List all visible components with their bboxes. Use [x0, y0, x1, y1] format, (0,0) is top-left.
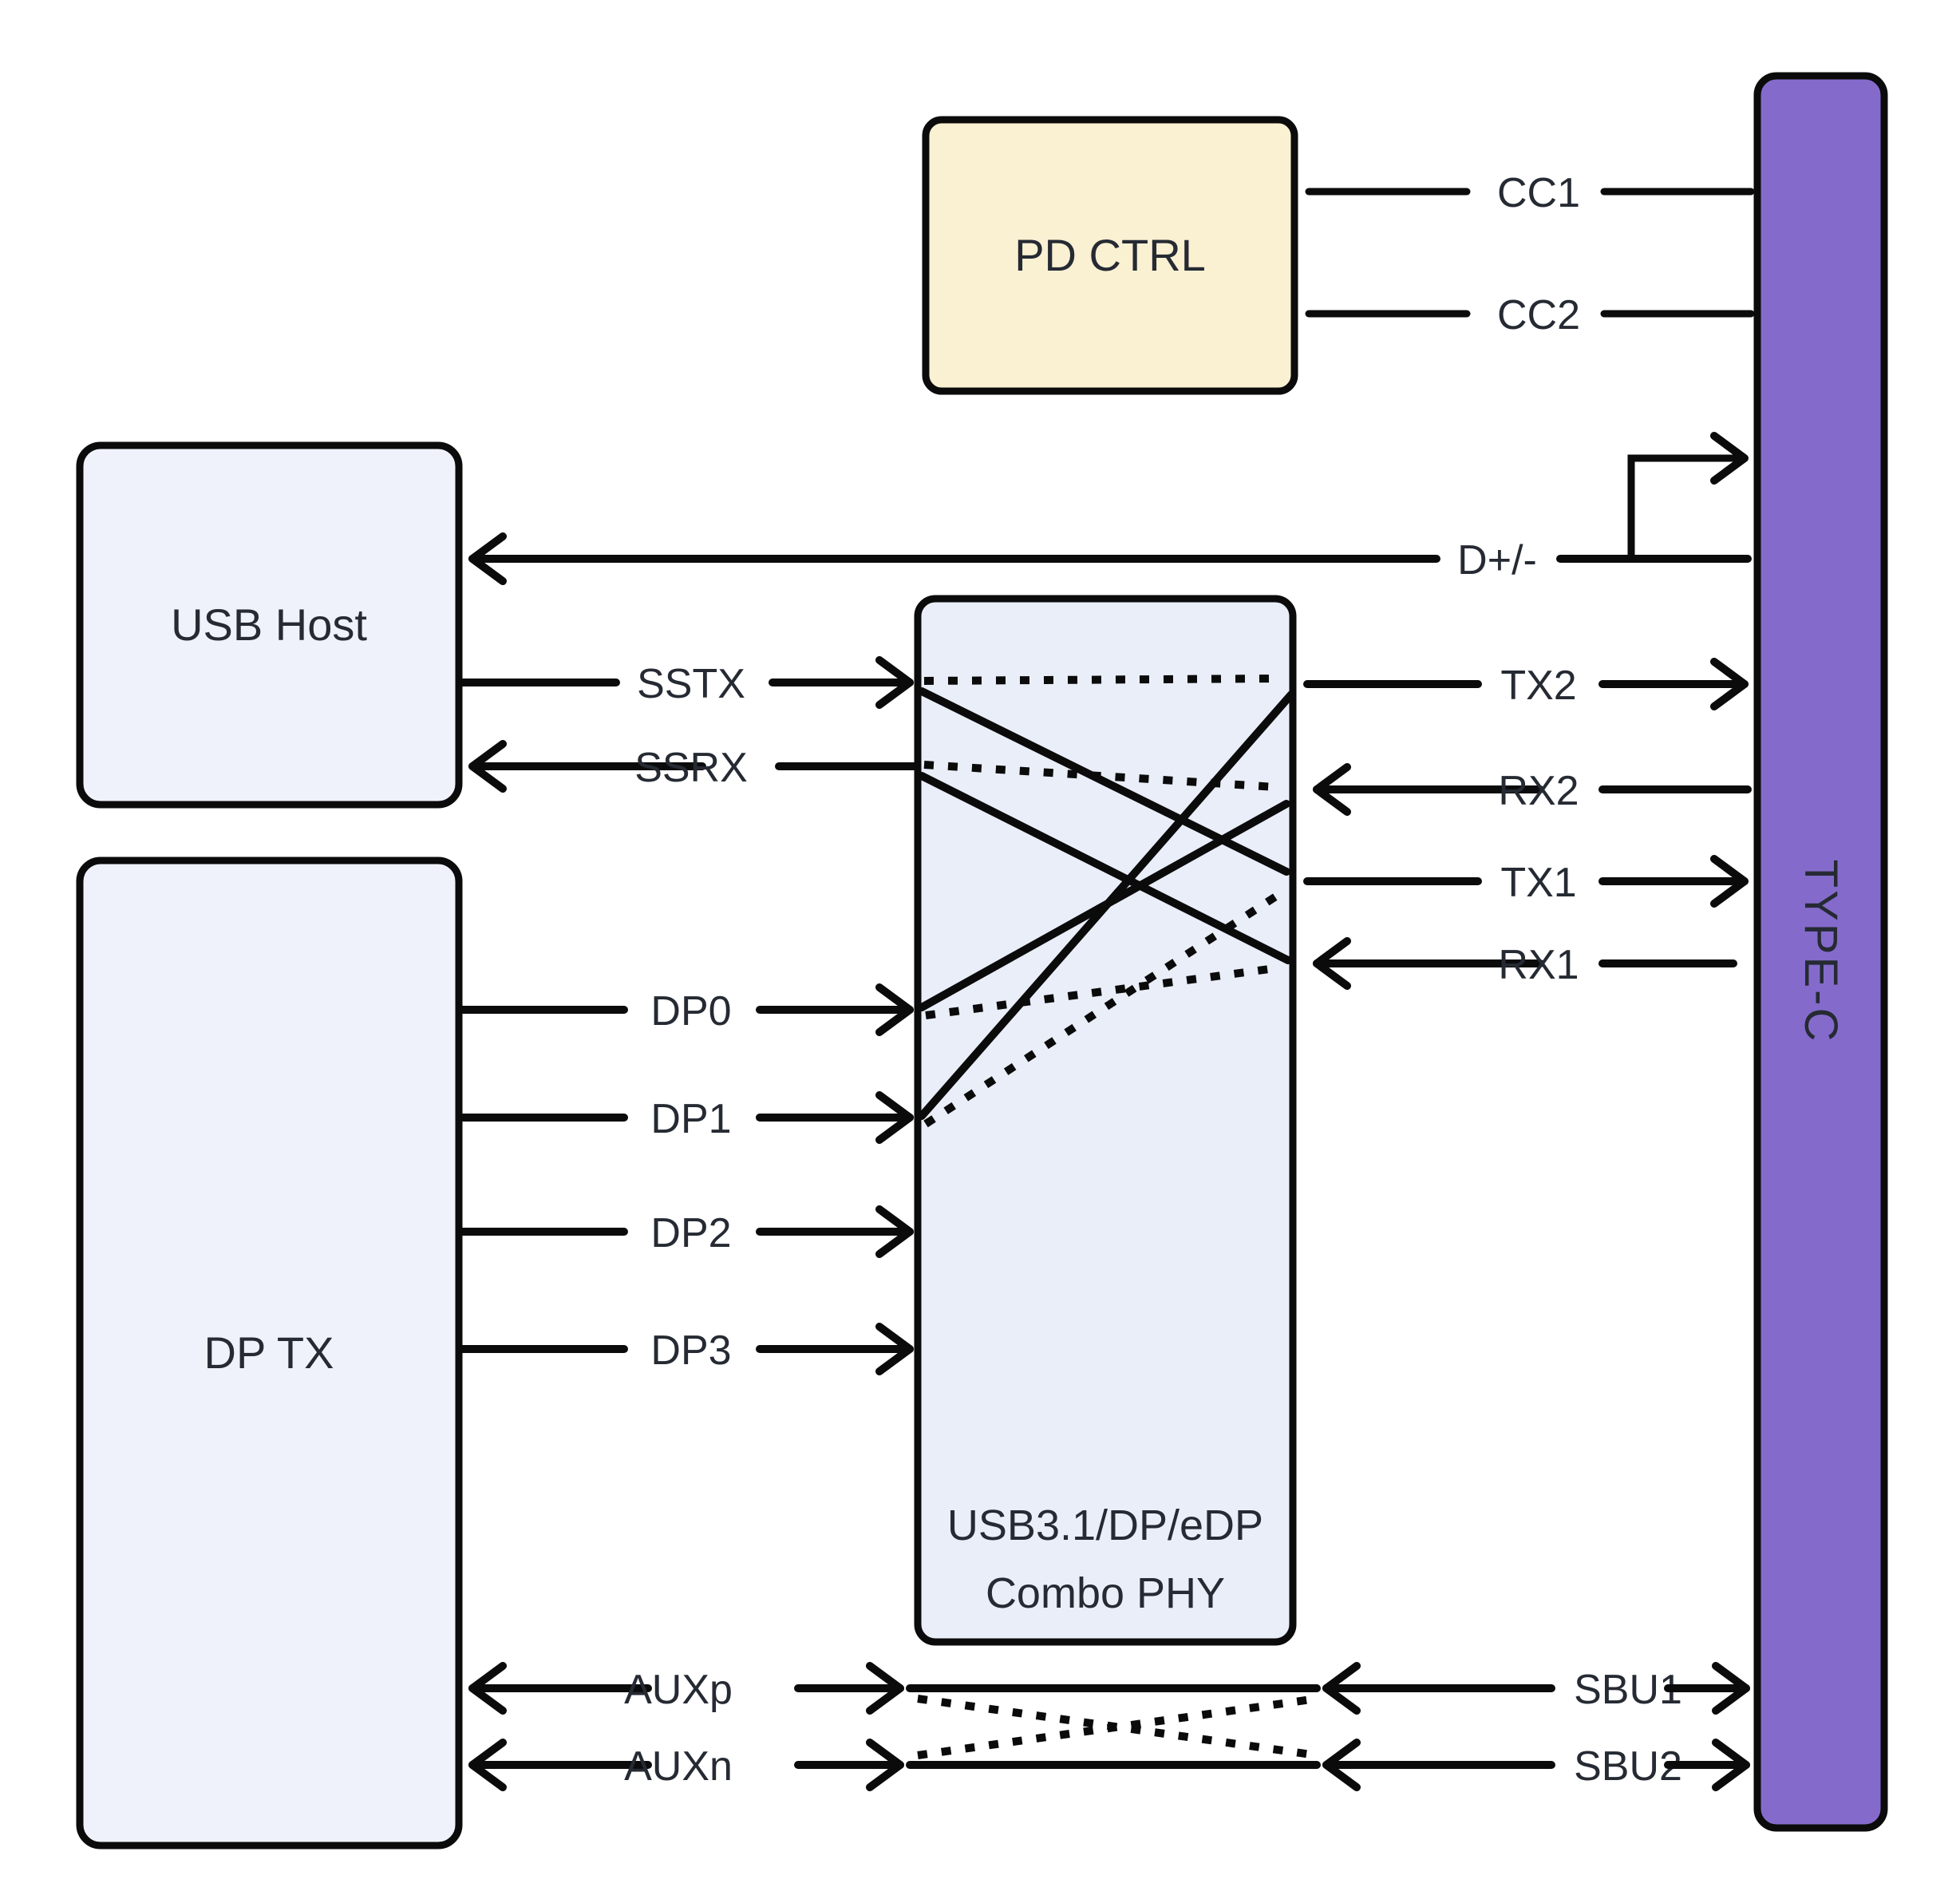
dplus-minus-label: D+/- — [1457, 537, 1537, 584]
mux-ssrx-rx1-solid — [918, 772, 1292, 964]
auxp-sbu1-row: AUXp SBU1 — [468, 1662, 1750, 1715]
cc2-row: CC2 — [1305, 292, 1755, 338]
type-c-label: TYPE-C — [1795, 860, 1847, 1044]
combo-phy-box — [914, 595, 1297, 1646]
sstx-row: SSTX — [459, 656, 914, 709]
usb-host-label: USB Host — [171, 599, 367, 650]
rx1-row: RX1 — [1313, 937, 1737, 990]
type-c-bar — [1753, 72, 1888, 1832]
phy-mux-lines — [918, 675, 1295, 1128]
sbu2-label: SBU2 — [1574, 1743, 1682, 1790]
auxn-sbu1-dotted — [917, 1695, 1318, 1759]
dp2-row: DP2 — [459, 1205, 914, 1258]
auxn-label: AUXn — [624, 1743, 733, 1790]
pd-ctrl-label: PD CTRL — [1014, 230, 1206, 280]
tx2-label: TX2 — [1500, 663, 1576, 709]
tx1-label: TX1 — [1500, 860, 1576, 906]
mux-dp0-rx1-dotted — [925, 964, 1276, 1019]
usb-host-block: USB Host — [76, 441, 463, 809]
dp1-row: DP1 — [459, 1091, 914, 1144]
rx2-label: RX2 — [1498, 768, 1579, 814]
auxp-label: AUXp — [624, 1667, 733, 1713]
cc1-row: CC1 — [1305, 170, 1755, 216]
dp-tx-block: DP TX — [76, 857, 463, 1850]
aux-sbu-cross-lines — [917, 1695, 1318, 1759]
pd-ctrl-box — [922, 116, 1298, 395]
dplus-minus-row: D+/- — [468, 432, 1752, 585]
ssrx-row: SSRX — [468, 740, 920, 793]
auxp-sbu2-dotted — [917, 1695, 1318, 1759]
sbu1-label: SBU1 — [1574, 1667, 1682, 1713]
pd-ctrl-block: PD CTRL — [922, 116, 1298, 395]
sstx-label: SSTX — [637, 661, 745, 707]
rx1-label: RX1 — [1498, 942, 1579, 988]
combo-phy-label-line2: Combo PHY — [986, 1569, 1225, 1617]
ssrx-label: SSRX — [634, 745, 748, 791]
dplus-minus-elbow-to-typec — [1627, 432, 1749, 563]
tx1-row: TX1 — [1303, 855, 1749, 908]
tx2-row: TX2 — [1303, 658, 1749, 710]
rx2-row: RX2 — [1313, 763, 1752, 816]
usb-host-box — [76, 441, 463, 809]
combo-phy-block: USB3.1/DP/eDP Combo PHY — [914, 595, 1297, 1646]
combo-phy-label-line1: USB3.1/DP/eDP — [947, 1501, 1263, 1549]
dp0-row: DP0 — [459, 983, 914, 1036]
dp1-label: DP1 — [650, 1096, 731, 1142]
dp3-label: DP3 — [650, 1327, 731, 1374]
dp0-label: DP0 — [650, 988, 731, 1035]
cc2-label: CC2 — [1497, 292, 1580, 338]
dp-tx-box — [76, 857, 463, 1850]
auxn-sbu2-row: AUXn SBU2 — [468, 1739, 1750, 1791]
mux-dp1-tx2-solid — [918, 690, 1295, 1120]
mux-sstx-tx2-dotted — [923, 675, 1278, 685]
cc1-label: CC1 — [1497, 170, 1580, 216]
dp3-row: DP3 — [459, 1323, 914, 1375]
dp-tx-label: DP TX — [204, 1327, 334, 1378]
type-c-block: TYPE-C — [1753, 72, 1888, 1832]
dp2-label: DP2 — [650, 1210, 731, 1256]
